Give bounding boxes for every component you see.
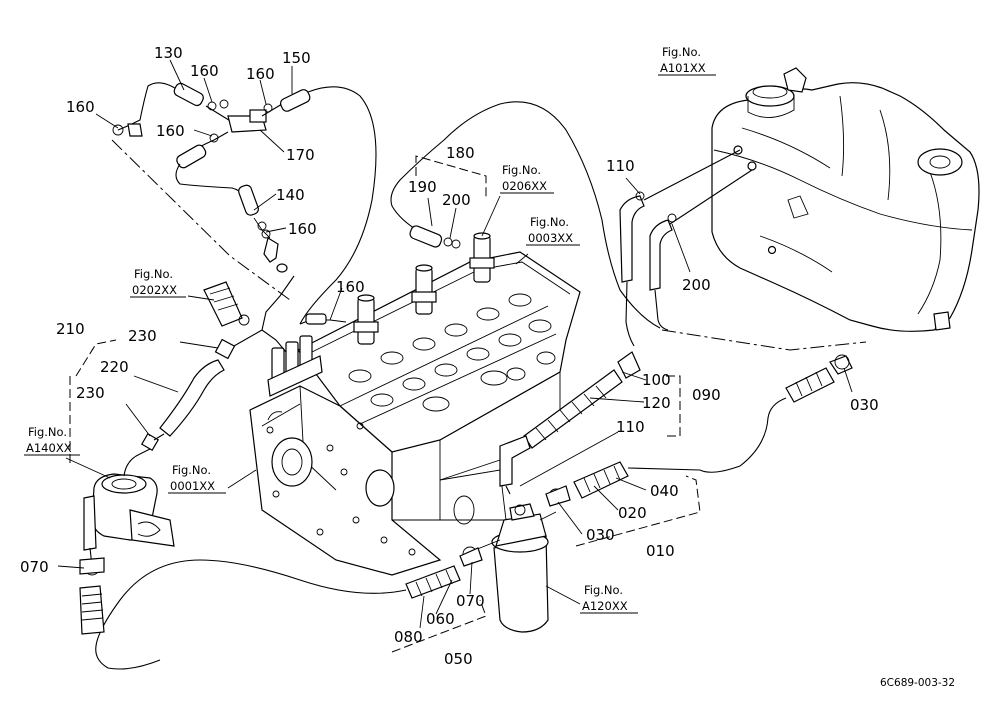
svg-text:Fig.No.: Fig.No. [28,425,67,439]
drawing-code: 6C689-003-32 [880,677,955,689]
figref-a120: Fig.No. A120XX [580,583,638,614]
label-230-b: 230 [76,384,105,402]
fuel-feed-pump [83,432,175,567]
label-160-c: 160 [66,98,95,116]
injection-pump [267,335,323,397]
engine-block [249,251,581,576]
injector-3 [353,294,379,345]
label-220: 220 [100,358,129,376]
leader-lines [57,59,853,629]
svg-text:Fig.No.: Fig.No. [134,267,173,281]
svg-text:Fig.No.: Fig.No. [584,583,623,597]
filter-inlet-hose [545,461,701,507]
label-200-a: 200 [442,191,471,209]
svg-text:A140XX: A140XX [26,441,72,455]
pump-outlet-hose [153,329,263,441]
label-110-b: 110 [616,418,645,436]
head-bolt-holes [348,293,556,412]
label-160-a: 160 [190,62,219,80]
label-030-a: 030 [850,396,879,414]
label-130: 130 [154,44,183,62]
injection-pipe-fitting [203,275,295,353]
label-030-b: 030 [586,526,615,544]
injector-1 [411,264,437,315]
label-080: 080 [394,628,423,646]
label-160-f: 160 [336,278,365,296]
label-010: 010 [646,542,675,560]
fuel-tank [711,67,980,332]
label-110-a: 110 [606,157,635,175]
svg-text:Fig.No.: Fig.No. [662,45,701,59]
figref-0001: Fig.No. 0001XX [168,463,226,494]
svg-text:Fig.No.: Fig.No. [502,163,541,177]
figref-0003: Fig.No. 0003XX [526,215,580,246]
label-160-e: 160 [288,220,317,238]
label-100: 100 [642,371,671,389]
injector-nozzles [267,232,495,397]
svg-text:A120XX: A120XX [582,599,628,613]
leak-off-pipes [112,82,661,329]
part-number-labels: 130 150 160 160 160 160 170 140 160 160 … [20,44,879,668]
label-020: 020 [618,504,647,522]
svg-text:0003XX: 0003XX [528,231,573,245]
label-070-b: 070 [456,592,485,610]
label-210: 210 [56,320,85,338]
label-040: 040 [650,482,679,500]
figref-0206: Fig.No. 0206XX [500,163,554,194]
svg-text:A101XX: A101XX [660,61,706,75]
tank-outlet-hoses [619,149,753,347]
group-brackets [69,139,867,653]
label-230-a: 230 [128,327,157,345]
label-190: 190 [408,178,437,196]
label-120: 120 [642,394,671,412]
svg-text:Fig.No.: Fig.No. [172,463,211,477]
tank-return-spring-hose [699,354,853,473]
figref-0202: Fig.No. 0202XX [130,267,186,298]
label-160-b: 160 [246,65,275,83]
svg-text:0202XX: 0202XX [132,283,177,297]
label-180: 180 [446,144,475,162]
return-hose-spring [499,351,641,495]
svg-text:0001XX: 0001XX [170,479,215,493]
label-170: 170 [286,146,315,164]
figure-references: Fig.No. A101XX Fig.No. 0206XX Fig.No. 00… [24,45,716,614]
label-160-d: 160 [156,122,185,140]
label-060: 060 [426,610,455,628]
label-200-b: 200 [682,276,711,294]
figref-a140: Fig.No. A140XX [24,425,80,456]
svg-text:0206XX: 0206XX [502,179,547,193]
label-140: 140 [276,186,305,204]
label-150: 150 [282,49,311,67]
filter-outlet-hose [95,546,483,670]
pump-inlet-hose [79,557,105,635]
label-070-a: 070 [20,558,49,576]
label-090: 090 [692,386,721,404]
fuel-filter [465,503,557,633]
figref-a101: Fig.No. A101XX [658,45,716,76]
svg-text:Fig.No.: Fig.No. [530,215,569,229]
injector-2 [469,232,495,283]
label-050: 050 [444,650,473,668]
